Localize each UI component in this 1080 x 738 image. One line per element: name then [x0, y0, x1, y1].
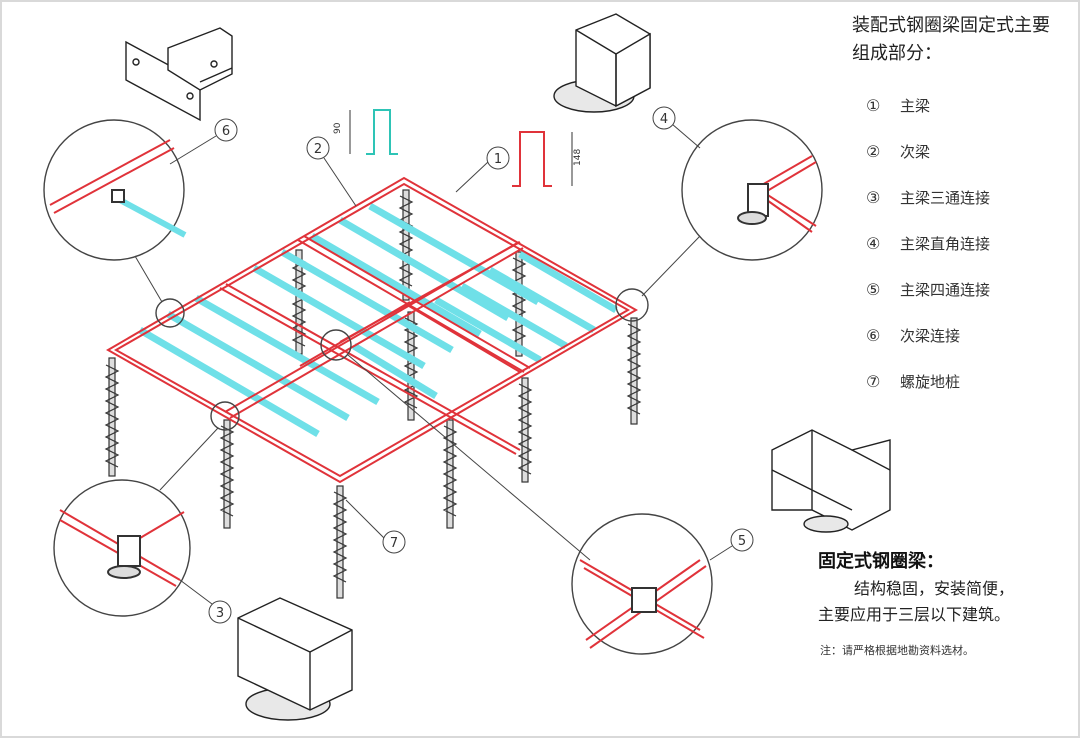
dim-secondary-label: 90 — [333, 122, 343, 134]
detail-tee-joint — [59, 509, 185, 587]
connector-tee-sketch — [237, 597, 353, 721]
pile — [219, 419, 235, 529]
note-title: 固定式钢圈梁： — [818, 551, 944, 572]
material-note: 注：请严格根据地勘资料选材。 — [820, 644, 974, 657]
description-note: 固定式钢圈梁： 结构稳固，安装简便， 主要应用于三层以下建筑。 — [818, 548, 1078, 628]
pile — [442, 419, 458, 529]
pile — [511, 251, 527, 357]
callout-6: 6 — [169, 118, 238, 165]
detail-cross-joint — [579, 559, 707, 649]
pile — [104, 357, 120, 477]
legend-title-line2: 组成部分： — [852, 43, 942, 64]
svg-text:2: 2 — [314, 142, 322, 157]
note-line-2: 主要应用于三层以下建筑。 — [818, 605, 1011, 624]
detail-secondary-joint — [49, 139, 187, 238]
svg-text:3: 3 — [216, 606, 224, 621]
svg-text:6: 6 — [222, 124, 230, 139]
callout-2: 2 — [306, 136, 357, 207]
pile — [517, 377, 533, 483]
svg-text:4: 4 — [660, 112, 668, 127]
secondary-beams — [138, 202, 618, 438]
svg-text:5: 5 — [738, 534, 746, 549]
pile — [332, 485, 348, 599]
callout-7: 7 — [345, 499, 406, 554]
legend-title: 装配式钢圈梁固定式主要 组成部分： — [852, 12, 1078, 68]
connector-plate-sketch — [125, 27, 233, 122]
svg-text:7: 7 — [390, 536, 398, 551]
note-line-1: 结构稳固，安装简便， — [854, 579, 1015, 598]
callout-5: 5 — [709, 528, 754, 561]
pile — [398, 189, 414, 301]
main-beams — [105, 176, 639, 484]
callout-4: 4 — [652, 106, 701, 149]
main-profile: 148 — [512, 131, 583, 187]
connector-corner-sketch — [553, 13, 651, 113]
pile — [626, 317, 642, 425]
svg-text:1: 1 — [494, 152, 502, 167]
detail-corner-joint — [737, 155, 817, 233]
connector-cross-sketch — [771, 429, 891, 533]
leader-lines — [134, 235, 701, 561]
secondary-profile: 90 — [333, 109, 398, 155]
legend-title-line1: 装配式钢圈梁固定式主要 — [852, 15, 1050, 36]
callout-3: 3 — [179, 579, 232, 624]
callout-1: 1 — [455, 146, 510, 193]
dim-main-label: 148 — [573, 149, 583, 166]
